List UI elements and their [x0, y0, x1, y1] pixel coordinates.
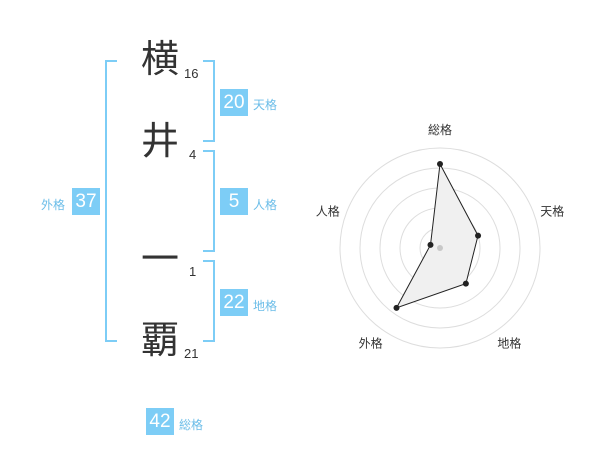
chikaku-bracket [203, 260, 215, 342]
name-char-1: 横 [141, 37, 180, 81]
tenkaku-value-badge: 20 [220, 89, 248, 116]
name-char-4: 覇 [141, 318, 180, 362]
radar-data-area [395, 162, 479, 309]
stroke-count-3: 1 [189, 264, 197, 279]
radar-axis-label-soukaku: 総格 [428, 122, 452, 137]
radar-point-jinkaku [427, 241, 434, 248]
gaikaku-label: 外格 [41, 198, 66, 212]
tenkaku-bracket [203, 60, 215, 142]
radar-center-dot [437, 245, 443, 251]
radar-point-tenkaku [475, 232, 482, 239]
gaikaku-bracket [105, 60, 117, 342]
radar-point-soukaku [437, 161, 443, 167]
radar-axis-label-tenkaku: 天格 [540, 204, 564, 219]
stroke-count-4: 21 [184, 346, 199, 361]
tenkaku-label: 天格 [253, 98, 278, 112]
radar-axis-label-jinkaku: 人格 [316, 204, 340, 219]
jinkaku-value-badge: 5 [220, 188, 248, 215]
name-char-2: 井 [141, 119, 180, 163]
stroke-count-1: 16 [184, 66, 199, 81]
radar-point-chikaku [462, 280, 469, 287]
jinkaku-label: 人格 [253, 198, 278, 212]
radar-axis-label-chikaku: 地格 [497, 335, 521, 350]
gaikaku-value-badge: 37 [72, 188, 100, 215]
soukaku-label: 総格 [179, 418, 204, 432]
radar-axis-label-gaikaku: 外格 [359, 335, 383, 350]
radar-point-gaikaku [393, 304, 400, 311]
soukaku-value-badge: 42 [146, 408, 174, 435]
stroke-count-2: 4 [189, 147, 197, 162]
jinkaku-bracket [203, 150, 215, 252]
name-char-3: 一 [141, 237, 180, 281]
chikaku-value-badge: 22 [220, 289, 248, 316]
chikaku-label: 地格 [253, 299, 278, 313]
radar-ring-5 [339, 147, 541, 349]
